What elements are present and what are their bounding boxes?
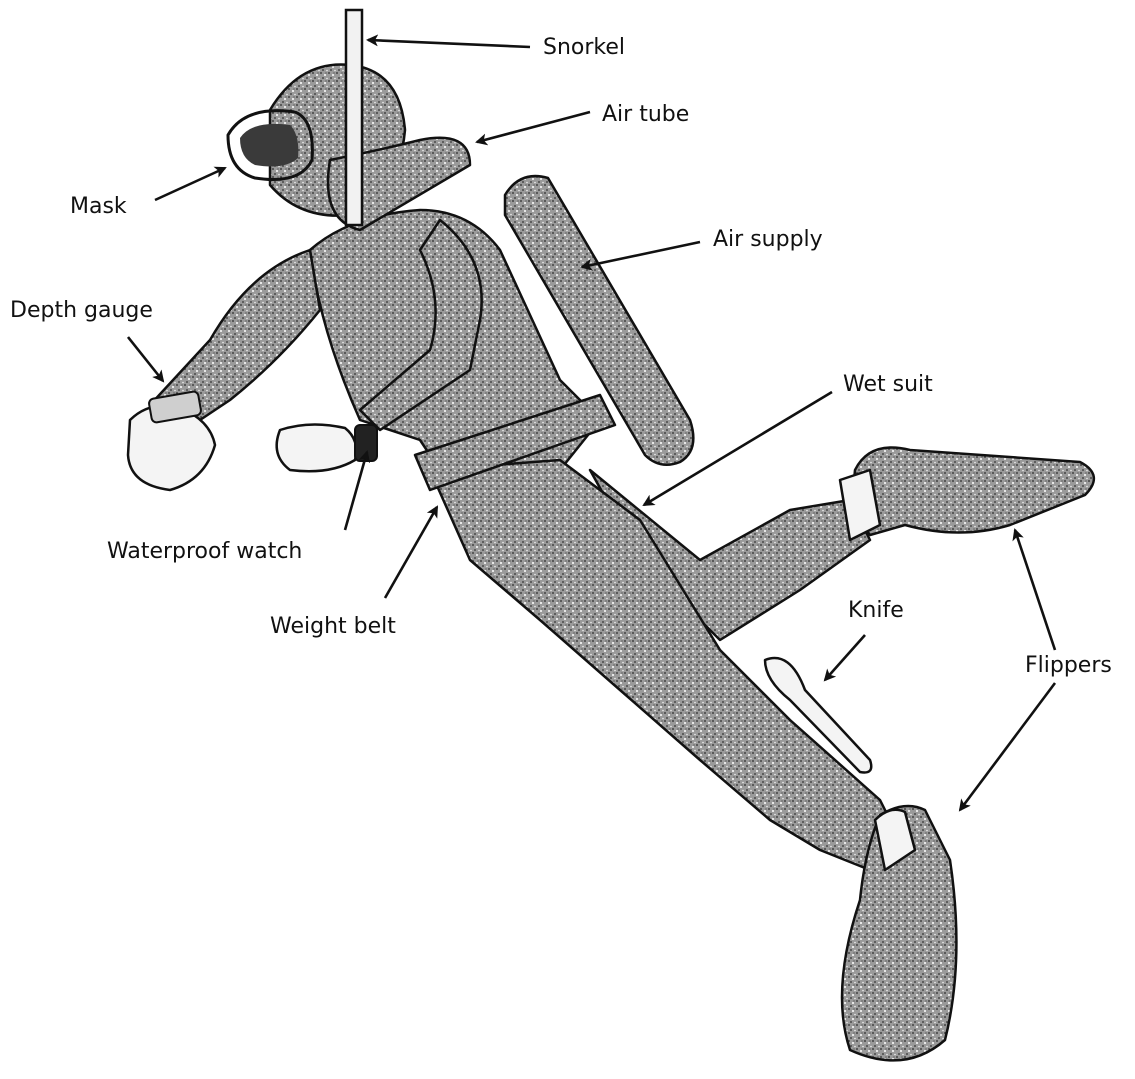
arrow-mask xyxy=(155,168,225,200)
arrow-air-supply xyxy=(582,242,700,267)
label-depth-gauge: Depth gauge xyxy=(10,298,153,323)
right-hand xyxy=(277,424,357,471)
label-snorkel: Snorkel xyxy=(543,35,625,60)
arrow-weight-belt xyxy=(385,507,437,598)
label-knife: Knife xyxy=(848,598,904,623)
snorkel-tube xyxy=(346,10,362,225)
label-mask: Mask xyxy=(70,194,127,219)
label-air-tube: Air tube xyxy=(602,102,689,127)
label-wet-suit: Wet suit xyxy=(843,372,933,397)
arrow-depth-gauge xyxy=(128,337,163,381)
label-waterproof-watch: Waterproof watch xyxy=(107,539,302,564)
label-flippers: Flippers xyxy=(1025,653,1112,678)
arrow-knife xyxy=(825,635,865,680)
arrow-air-tube xyxy=(477,112,590,142)
label-air-supply: Air supply xyxy=(713,227,823,252)
flipper-upper xyxy=(854,448,1094,536)
arrow-flippers-lower xyxy=(960,683,1055,810)
arrow-snorkel xyxy=(368,40,530,47)
label-weight-belt: Weight belt xyxy=(270,614,396,639)
diver-figure xyxy=(128,10,1094,1060)
arrow-flippers-upper xyxy=(1015,530,1055,650)
